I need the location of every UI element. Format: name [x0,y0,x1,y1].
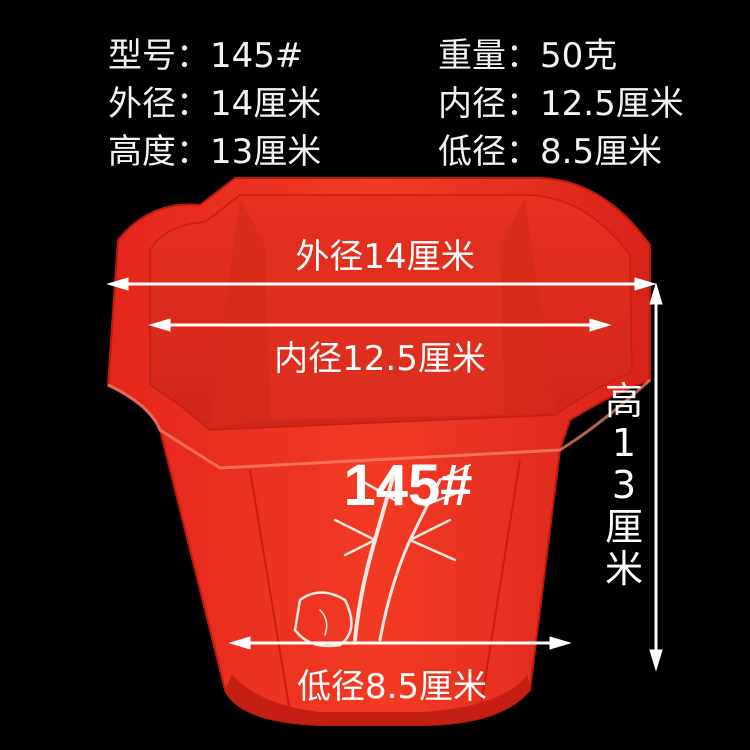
pot-base [225,675,530,725]
outer-diameter-arrow-left [106,277,129,291]
pot-rim-highlight [107,378,652,470]
model-mark: 145# [343,453,472,518]
pot-inner-panel-left [210,198,270,428]
height-arrow-bottom [649,649,663,672]
outer-diameter-arrow-right [634,277,657,291]
dimension-lines [106,277,663,672]
bottom-diameter-arrow-left [228,636,251,650]
spec-inner-diameter: 内径：12.5厘米 [438,84,684,124]
bottom-diameter-arrow-right [549,636,572,650]
height-label: 高 13 厘 米 [604,379,643,591]
flower-pot [106,176,652,726]
pot-inner-panel-back [265,245,505,420]
spec-bottom-diameter: 低径：8.5厘米 [438,132,663,172]
bottom-diameter-label: 低径8.5厘米 [297,667,487,707]
pot-facet-line [479,459,521,713]
spec-height: 高度：13厘米 [108,132,322,172]
pot-facet-line [249,469,291,713]
inner-diameter-arrow-right [589,318,612,332]
inner-diameter-arrow-left [148,318,171,332]
spec-weight: 重量：50克 [438,36,618,76]
height-arrow-top [649,282,663,305]
spec-model: 型号：145# [108,36,304,76]
pot-inner-panel-right [500,198,555,415]
outer-diameter-label: 外径14厘米 [295,237,474,277]
spec-outer-diameter: 外径：14厘米 [108,84,322,124]
inner-diameter-label: 内径12.5厘米 [274,339,486,379]
